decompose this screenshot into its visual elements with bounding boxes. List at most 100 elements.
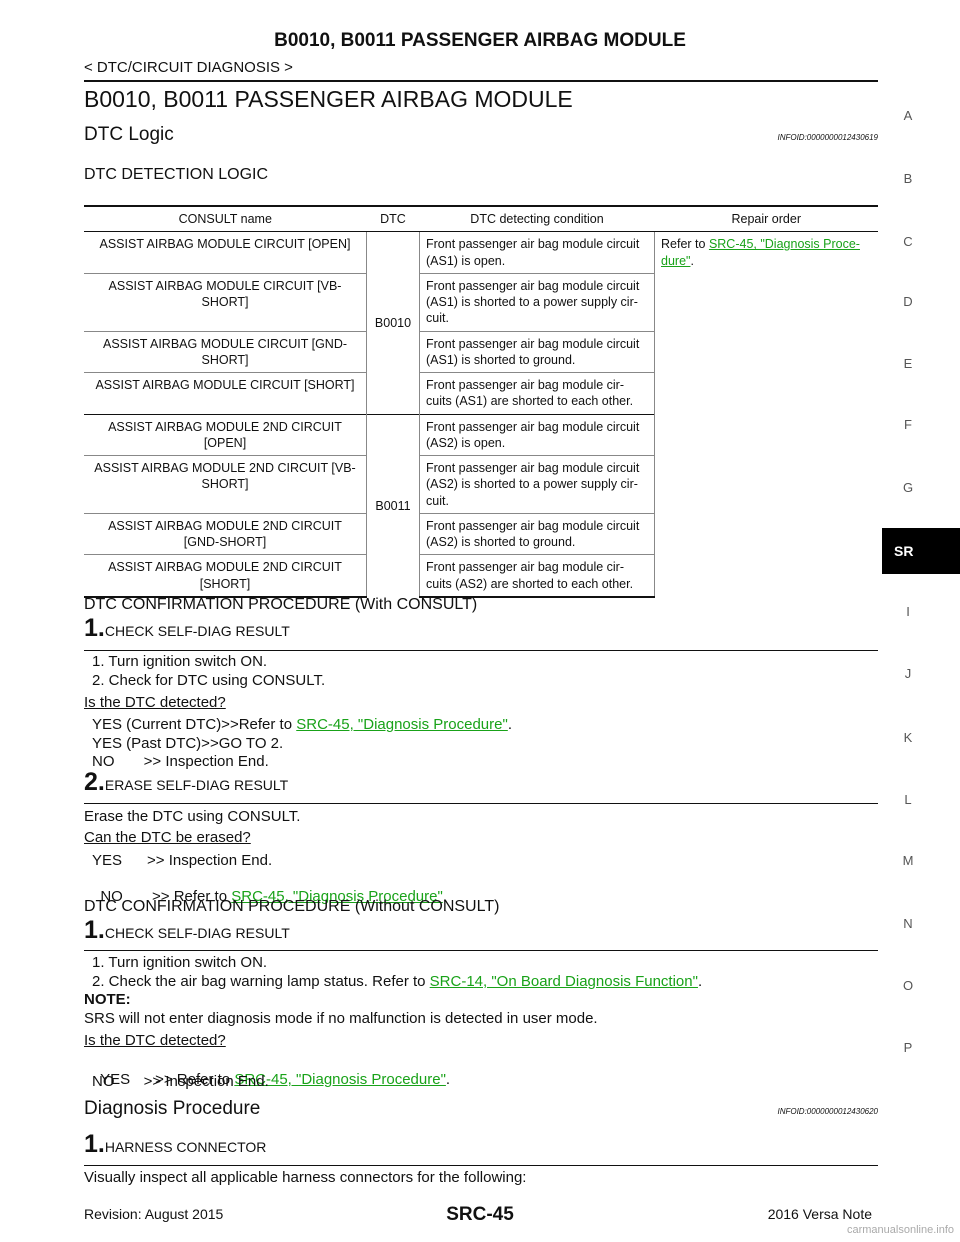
repair-order: Refer to SRC-45, "Diagnosis Proce-dure". [654, 231, 878, 597]
answer-line: NO >> Inspection End. [92, 1073, 269, 1090]
step-heading: 1.HARNESS CONNECTOR [84, 1130, 266, 1159]
instruction-line: 2. Check for DTC using CONSULT. [92, 672, 326, 689]
answer-line: YES >> Refer to SRC-45, "Diagnosis Proce… [92, 1054, 450, 1088]
detecting-condition: Front passenger air bag module cir-cuits… [419, 554, 655, 598]
sidebar-tab-active[interactable]: SR [882, 528, 960, 574]
table-header: DTC [366, 205, 420, 233]
sidebar-letter[interactable]: G [902, 480, 914, 495]
table-header: DTC detecting condition [419, 205, 655, 233]
sidebar-letter[interactable]: B [903, 171, 913, 186]
footer-revision: Revision: August 2015 [84, 1206, 224, 1222]
sidebar-letter[interactable]: L [904, 792, 912, 807]
repair-suffix: . [690, 253, 694, 268]
consult-name: ASSIST AIRBAG MODULE 2ND CIRCUIT [SHORT] [84, 554, 367, 598]
instruction-line: Erase the DTC using CONSULT. [84, 808, 301, 825]
question: Is the DTC detected? [84, 1032, 226, 1049]
question: Can the DTC be erased? [84, 829, 251, 846]
sidebar-letter[interactable]: C [903, 234, 913, 249]
section-title: B0010, B0011 PASSENGER AIRBAG MODULE [84, 86, 573, 112]
question: Is the DTC detected? [84, 694, 226, 711]
dtc-logic-heading: DTC Logic [84, 124, 174, 145]
table-row: ASSIST AIRBAG MODULE 2ND CIRCUIT [VB-SHO… [84, 455, 878, 514]
sidebar-letter[interactable]: O [902, 978, 914, 993]
table-row: ASSIST AIRBAG MODULE CIRCUIT [SHORT] Fro… [84, 372, 878, 414]
step-title: ERASE SELF-DIAG RESULT [104, 777, 289, 793]
answer-suffix: . [507, 716, 512, 733]
dtc-code: B0011 [366, 413, 420, 597]
answer-prefix: NO >> Refer to [100, 888, 232, 905]
dtc-logic-infoid: INFOID:0000000012430619 [777, 133, 878, 142]
instruction-line: 1. Turn ignition switch ON. [92, 653, 268, 670]
table-row: ASSIST AIRBAG MODULE CIRCUIT [OPEN] B001… [84, 231, 878, 597]
answer-prefix: YES (Current DTC)>>Refer to [92, 716, 297, 733]
header-divider [84, 80, 878, 82]
step-title: CHECK SELF-DIAG RESULT [104, 925, 290, 941]
sidebar-letter[interactable]: P [903, 1040, 913, 1055]
step-title: HARNESS CONNECTOR [104, 1139, 267, 1155]
table-row: ASSIST AIRBAG MODULE 2ND CIRCUIT [SHORT]… [84, 554, 878, 598]
detecting-condition: Front passenger air bag module circuit (… [419, 231, 655, 274]
step-number: 2. [84, 768, 105, 796]
dtc-code: B0010 [366, 231, 420, 414]
sidebar-letter[interactable]: I [906, 604, 910, 619]
on-board-diagnosis-link[interactable]: SRC-14, "On Board Diagnosis Function" [429, 973, 698, 990]
with-consult-heading: DTC CONFIRMATION PROCEDURE (With CONSULT… [84, 596, 478, 613]
step-divider [84, 803, 878, 804]
answer-line: YES >> Inspection End. [92, 852, 273, 869]
step-heading: 1.CHECK SELF-DIAG RESULT [84, 916, 290, 945]
table-header: CONSULT name [84, 205, 367, 233]
consult-name: ASSIST AIRBAG MODULE CIRCUIT [GND-SHORT] [84, 330, 367, 373]
sidebar-letter[interactable]: D [903, 294, 913, 309]
step-heading: 2.ERASE SELF-DIAG RESULT [84, 768, 288, 797]
repair-link[interactable]: SRC-45, "Diagnosis Proce-dure" [661, 237, 860, 268]
diagnosis-procedure-link[interactable]: SRC-45, "Diagnosis Procedure" [231, 888, 443, 905]
table-row: ASSIST AIRBAG MODULE CIRCUIT [GND-SHORT]… [84, 330, 878, 373]
instruction-suffix: . [697, 973, 703, 990]
step-number: 1. [84, 1130, 105, 1158]
note-text: SRS will not enter diagnosis mode if no … [84, 1010, 598, 1027]
instruction-line: 2. Check the air bag warning lamp status… [92, 973, 702, 990]
answer-line: YES (Past DTC)>>GO TO 2. [92, 735, 284, 752]
table-header: Repair order [654, 205, 878, 233]
step-heading: 1.CHECK SELF-DIAG RESULT [84, 614, 290, 643]
step-number: 1. [84, 614, 105, 642]
diagnosis-procedure-link[interactable]: SRC-45, "Diagnosis Procedure" [234, 1071, 446, 1088]
step-title: CHECK SELF-DIAG RESULT [104, 623, 290, 639]
detecting-condition: Front passenger air bag module circuit (… [419, 330, 655, 373]
instruction-line: Visually inspect all applicable harness … [84, 1169, 527, 1186]
answer-suffix: . [442, 888, 447, 905]
diagnosis-procedure-heading: Diagnosis Procedure [84, 1098, 261, 1119]
answer-line: NO >> Inspection End. [92, 753, 269, 770]
step-number: 1. [84, 916, 105, 944]
table-row: ASSIST AIRBAG MODULE 2ND CIRCUIT [GND-SH… [84, 512, 878, 555]
sidebar-letter[interactable]: A [903, 108, 913, 123]
sidebar-letter[interactable]: E [903, 356, 913, 371]
diagnosis-infoid: INFOID:0000000012430620 [777, 1107, 878, 1116]
detection-logic-heading: DTC DETECTION LOGIC [84, 166, 269, 183]
consult-name: ASSIST AIRBAG MODULE 2ND CIRCUIT [VB-SHO… [84, 455, 367, 514]
step-divider [84, 950, 878, 951]
diagnosis-procedure-link[interactable]: SRC-45, "Diagnosis Procedure" [296, 716, 508, 733]
answer-prefix: YES >> Refer to [100, 1071, 235, 1088]
answer-line: NO >> Refer to SRC-45, "Diagnosis Proced… [92, 871, 447, 905]
watermark: carmanualsonline.info [846, 1224, 954, 1236]
detecting-condition: Front passenger air bag module circuit (… [419, 413, 655, 456]
detecting-condition: Front passenger air bag module circuit (… [419, 455, 655, 514]
sidebar-letter[interactable]: N [903, 916, 913, 931]
sidebar-letter[interactable]: F [904, 417, 912, 432]
note-label: NOTE: [84, 991, 131, 1008]
sidebar-letter[interactable]: J [904, 666, 912, 681]
table-row: ASSIST AIRBAG MODULE CIRCUIT [VB-SHORT] … [84, 272, 878, 331]
without-consult-heading: DTC CONFIRMATION PROCEDURE (Without CONS… [84, 898, 500, 915]
footer-model: 2016 Versa Note [767, 1206, 872, 1222]
instruction-line: 1. Turn ignition switch ON. [92, 954, 268, 971]
dtc-table: CONSULT name DTC DTC detecting condition… [84, 205, 878, 598]
repair-prefix: Refer to [661, 237, 709, 252]
page-number: SRC-45 [446, 1204, 514, 1225]
page-header-title: B0010, B0011 PASSENGER AIRBAG MODULE [274, 30, 686, 51]
sidebar-letter[interactable]: K [903, 730, 913, 745]
step-divider [84, 1165, 878, 1166]
consult-name: ASSIST AIRBAG MODULE CIRCUIT [SHORT] [84, 372, 367, 414]
sidebar-letter[interactable]: M [902, 853, 914, 868]
consult-name: ASSIST AIRBAG MODULE 2ND CIRCUIT [OPEN] [84, 413, 367, 456]
